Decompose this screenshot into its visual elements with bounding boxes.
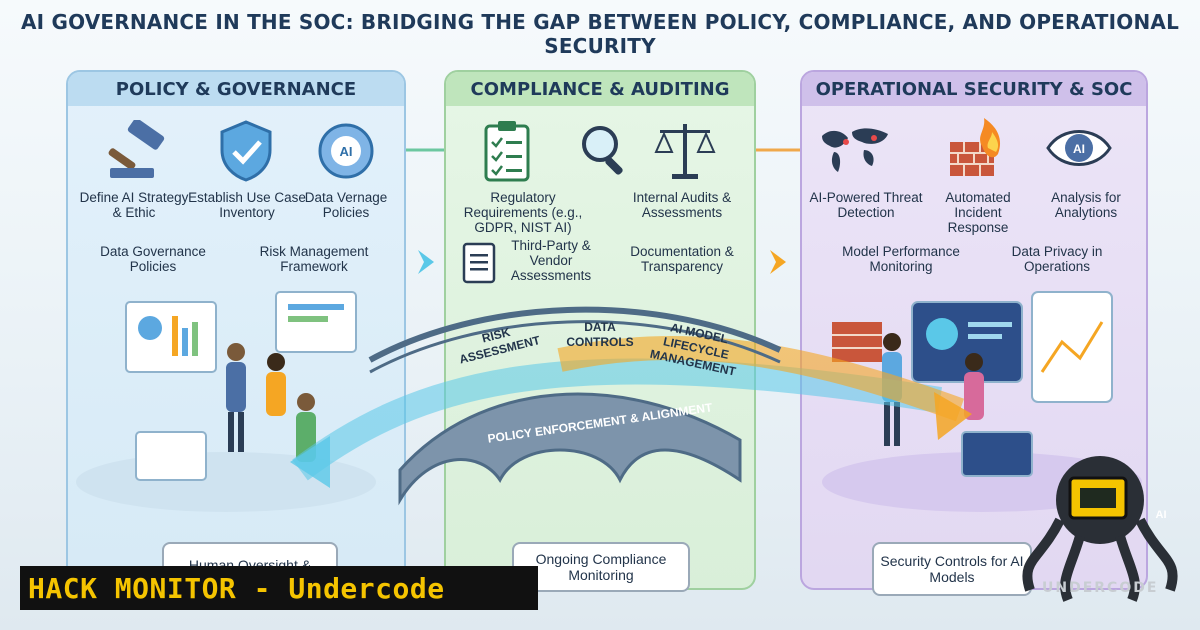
world-map-icon bbox=[822, 128, 888, 172]
ai-badge: AI bbox=[339, 144, 353, 159]
flow-arrow-right bbox=[557, 336, 965, 422]
bridge-arch bbox=[398, 392, 742, 506]
scales-icon bbox=[654, 124, 716, 179]
item-regulatory-requirements: Regulatory Requirements (e.g., GDPR, NIS… bbox=[463, 190, 583, 235]
item-define-ai-strategy: Define AI Strategy & Ethic bbox=[79, 190, 189, 220]
magnifier-icon bbox=[582, 126, 623, 175]
flow-arrow-left bbox=[292, 358, 943, 481]
item-analysis-for-analytions: Analysis for Analytions bbox=[1051, 190, 1121, 220]
item-model-performance-monitoring: Model Performance Monitoring bbox=[842, 244, 960, 274]
chevron-right-icon bbox=[770, 250, 786, 274]
bridge-label-data-controls: DATA CONTROLS bbox=[566, 320, 634, 349]
ongoing-compliance-box: Ongoing Compliance Monitoring bbox=[512, 542, 690, 592]
ai-brain-icon bbox=[318, 123, 374, 179]
page-title: AI GOVERNANCE IN THE SOC: BRIDGING THE G… bbox=[20, 10, 1180, 58]
item-data-privacy-operations: Data Privacy in Operations bbox=[1011, 244, 1103, 274]
document-icon bbox=[462, 242, 496, 284]
item-ai-threat-detection: AI-Powered Threat Detection bbox=[809, 190, 923, 220]
firewall-icon bbox=[950, 118, 1001, 176]
item-third-party-assessments: Third-Party & Vendor Assessments bbox=[510, 238, 592, 283]
item-internal-audits: Internal Audits & Assessments bbox=[632, 190, 732, 220]
item-documentation-transparency: Documentation & Transparency bbox=[630, 244, 734, 274]
gavel-icon bbox=[108, 120, 165, 178]
item-risk-management-framework: Risk Management Framework bbox=[259, 244, 369, 274]
arrow-head-right bbox=[934, 392, 972, 440]
item-data-governance-policies: Data Governance Policies bbox=[100, 244, 206, 274]
banner-text: HACK MONITOR - Undercode bbox=[28, 571, 445, 605]
ai-badge: AI bbox=[1073, 142, 1085, 156]
security-controls-box: Security Controls for AI Models bbox=[872, 542, 1032, 596]
logo-ai-badge: AI bbox=[1155, 509, 1167, 521]
arrow-head-left bbox=[290, 436, 330, 488]
chevron-right-icon bbox=[418, 250, 434, 274]
clipboard-checklist-icon bbox=[484, 121, 530, 182]
item-automated-incident-response: Automated Incident Response bbox=[945, 190, 1011, 235]
policy-panel-heading: POLICY & GOVERNANCE bbox=[68, 72, 404, 106]
policy-team-illustration bbox=[76, 291, 376, 512]
bridge-deck bbox=[368, 306, 782, 363]
compliance-panel-heading: COMPLIANCE & AUDITING bbox=[446, 72, 754, 106]
ai-eye-icon bbox=[1046, 130, 1112, 166]
item-use-case-inventory: Establish Use Case Inventory bbox=[188, 190, 306, 220]
shield-check-icon bbox=[220, 120, 272, 182]
operations-panel-heading: OPERATIONAL SECURITY & SOC bbox=[802, 72, 1146, 106]
item-data-vernage-policies: Data Vernage Policies bbox=[304, 190, 388, 220]
hack-monitor-banner: HACK MONITOR - Undercode bbox=[20, 566, 538, 610]
undercode-logo-text: UNDERCODE bbox=[1042, 580, 1159, 596]
